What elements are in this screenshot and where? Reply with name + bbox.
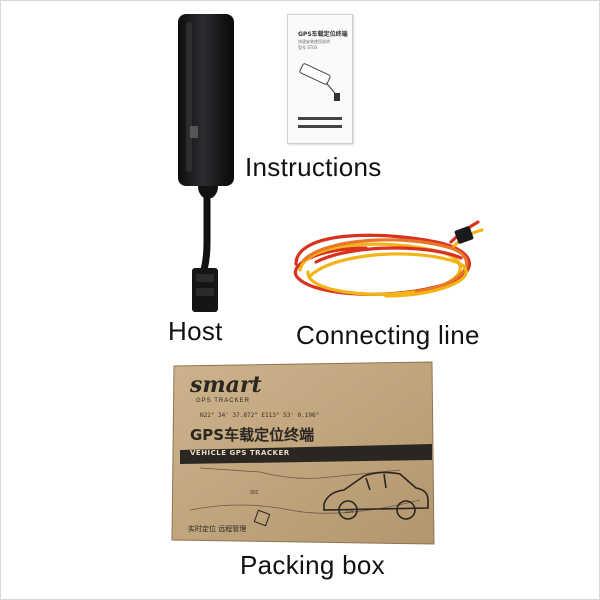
manual-line1: 快速安装使用说明 <box>298 39 330 44</box>
box-brand-sub: GPS TRACKER <box>196 398 250 404</box>
box-route-number-1: 301 <box>250 490 259 496</box>
device-cable <box>200 194 211 274</box>
gps-tracker-device <box>178 14 234 312</box>
box-brand: smart <box>190 372 262 398</box>
label-host: Host <box>168 316 223 346</box>
manual-title: GPS车载定位终端 <box>298 31 348 38</box>
box-banner: VEHICLE GPS TRACKER <box>190 449 290 457</box>
box-footer: 实时定位 远程管理 <box>188 525 247 533</box>
label-packing-box: Packing box <box>240 550 385 580</box>
packing-box <box>171 361 435 545</box>
instruction-manual: GPS车载定位终端 快速安装使用说明 型号 ST03 <box>287 14 353 144</box>
manual-device-illustration <box>299 63 340 101</box>
device-port <box>190 126 198 138</box>
connecting-line-cable <box>293 220 484 298</box>
box-route-number-2: 324 <box>345 509 354 515</box>
label-connecting-line: Connecting line <box>296 320 480 350</box>
manual-line2: 型号 ST03 <box>298 45 318 50</box>
box-coordinates: N22° 34' 37.872" E113° 53' 0.196" <box>200 412 320 419</box>
box-title: GPS车载定位终端 <box>190 426 315 444</box>
label-instructions: Instructions <box>245 152 382 182</box>
cable-connector <box>454 226 474 244</box>
